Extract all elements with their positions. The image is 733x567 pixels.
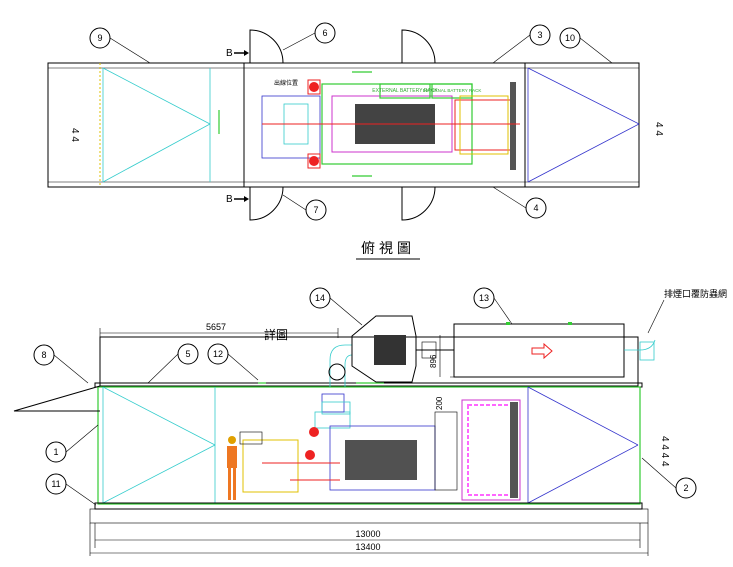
callout-2: 2	[641, 457, 697, 499]
exhaust-screen-label: 排煙口覆防蟲網	[664, 288, 727, 299]
section-b-bottom: B	[226, 194, 233, 205]
callout-14: 14	[309, 287, 363, 326]
svg-text:7: 7	[313, 205, 318, 215]
svg-text:13: 13	[479, 293, 489, 303]
svg-text:11: 11	[51, 479, 60, 489]
svg-text:4 4: 4 4	[69, 128, 80, 142]
svg-text:2: 2	[683, 483, 688, 493]
detail-label: 詳圖	[264, 327, 288, 342]
callout-1: 1	[45, 424, 99, 463]
side-view: 4 4 4 4	[13, 287, 727, 556]
dim-13400: 13400	[355, 542, 380, 552]
callout-10: 10	[559, 27, 613, 64]
top-container-outline	[47, 62, 640, 188]
side-roof-outline	[99, 336, 639, 387]
svg-text:14: 14	[315, 293, 325, 303]
dim-13000: 13000	[355, 529, 380, 539]
svg-text:5: 5	[185, 349, 190, 359]
callout-13: 13	[473, 287, 513, 325]
section-b-top: B	[226, 48, 233, 59]
callout-6: 6	[282, 22, 336, 51]
top-view: 4 4 4 4 EXTERNAL BATTERY RACK EXTERNAL B…	[47, 22, 664, 260]
callout-12: 12	[207, 343, 259, 381]
battery-rack-label-1: EXTERNAL BATTERY RACK	[372, 88, 438, 94]
svg-text:1: 1	[53, 447, 58, 457]
top-view-title: 俯視圖	[361, 240, 415, 256]
dim-200: 200	[435, 396, 444, 410]
callout-11: 11	[45, 473, 97, 506]
callout-8: 8	[33, 344, 89, 384]
callout-4: 4	[492, 186, 547, 219]
silencer-box	[453, 323, 625, 378]
callout-7: 7	[282, 194, 327, 221]
svg-text:4 4: 4 4	[653, 122, 664, 136]
svg-text:10: 10	[565, 33, 575, 43]
callout-3: 3	[492, 24, 551, 64]
dim-5657: 5657	[206, 322, 226, 332]
callout-9: 9	[89, 27, 151, 64]
svg-text:8: 8	[41, 350, 46, 360]
dim-896: 896	[429, 354, 438, 368]
svg-text:9: 9	[97, 33, 102, 43]
callout-5: 5	[147, 343, 199, 384]
svg-text:4 4 4 4: 4 4 4 4	[659, 436, 670, 467]
svg-text:3: 3	[537, 30, 542, 40]
exit-position-label: 出線位置	[274, 79, 298, 87]
svg-text:12: 12	[213, 349, 223, 359]
battery-rack-label-2: EXTERNAL BATTERY RACK	[423, 88, 482, 93]
svg-text:4: 4	[533, 203, 538, 213]
svg-text:6: 6	[322, 28, 327, 38]
side-container-outline	[97, 386, 641, 505]
